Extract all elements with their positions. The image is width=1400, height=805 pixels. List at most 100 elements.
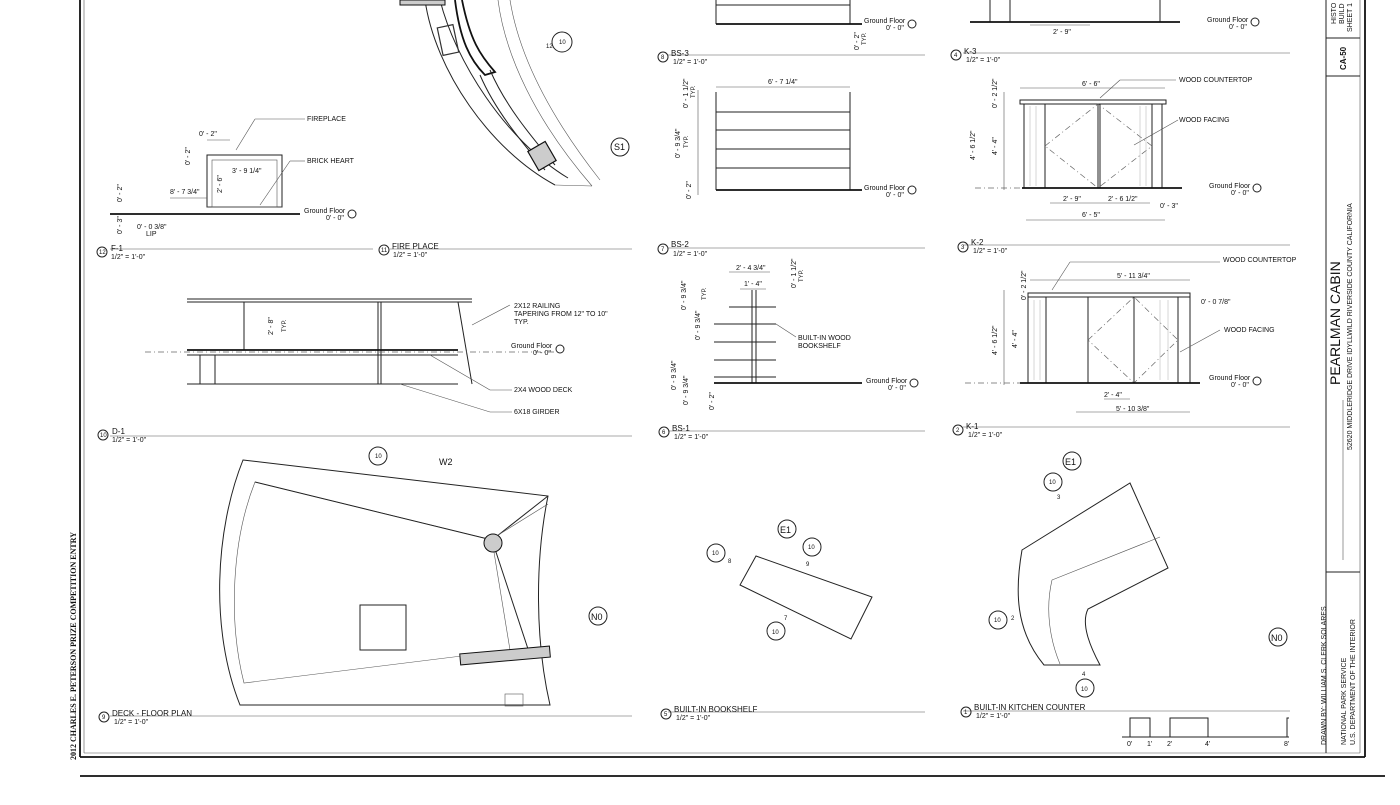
note-railing-1: 2X12 RAILING <box>514 303 560 310</box>
level-marker <box>347 209 357 219</box>
detail-title-bs2: 7 BS-2 1/2" = 1'-0" <box>657 240 708 258</box>
dim-text: 0' - 1 1/2" <box>683 78 690 108</box>
dim-typ: TYP. <box>282 319 288 332</box>
detail-name: BS-3 <box>671 49 689 58</box>
dim-text: 2' - 6" <box>217 175 224 193</box>
level-marker <box>1252 183 1262 193</box>
dim-text: 8' - 7 3/4" <box>170 189 200 196</box>
detail-title-k3: 4 K-3 1/2" = 1'-0" <box>950 47 1001 64</box>
detail-title-k1: 2 K-1 1/2" = 1'-0" <box>952 422 1003 439</box>
detail-name: BUILT-IN BOOKSHELF <box>674 705 758 714</box>
dim-text: 0' - 1 1/2" <box>791 258 798 288</box>
dim-text: 2' - 6 1/2" <box>1108 196 1138 203</box>
k2-elevation-drawing: 6' - 6" WOOD COUNTERTOP WOOD FACING 0' -… <box>970 77 1262 221</box>
scale-label-8: 8' <box>1284 741 1289 748</box>
section-marker <box>551 31 573 53</box>
dim-typ: TYP. <box>799 269 805 282</box>
dim-text: 0' - 2" <box>686 181 693 199</box>
detail-name: BS-1 <box>672 424 690 433</box>
callout-n0 <box>1268 627 1288 647</box>
scale-label-0: 0' <box>1127 741 1132 748</box>
dim-text: 4' - 4" <box>992 137 999 155</box>
dim-text: 0' - 9 3/4" <box>675 128 682 158</box>
detail-title-lines <box>110 52 1290 717</box>
ground-floor-elev: 0' - 0" <box>886 25 904 32</box>
note-brick-heart: BRICK HEART <box>307 158 355 165</box>
detail-scale: 1/2" = 1'-0" <box>976 713 1011 720</box>
ground-floor-elev: 0' - 0" <box>326 215 344 222</box>
detail-title-bs3: 8 BS-3 1/2" = 1'-0" <box>657 49 708 66</box>
dim-text: 4' - 6 1/2" <box>992 325 999 355</box>
dim-text: 0' - 2" <box>185 147 192 165</box>
deck-floor-plan-drawing: 10 W2 N0 <box>219 446 608 707</box>
detail-num: 5 <box>664 712 668 718</box>
callout-n0 <box>588 606 608 626</box>
fireplace-plan-drawing: 10 12 S1 <box>399 0 630 187</box>
sheet-border <box>79 0 1385 777</box>
section-marker-num: 10 <box>994 618 1001 624</box>
callout-s1 <box>610 137 630 157</box>
note-wood-facing: WOOD FACING <box>1179 117 1230 124</box>
dim-typ: TYP. <box>691 85 697 98</box>
ground-floor-elev: 0' - 0" <box>888 385 906 392</box>
dim-text: 2' - 4 3/4" <box>736 265 766 272</box>
section-marker-num: 10 <box>808 545 815 551</box>
section-marker <box>988 610 1008 630</box>
section-marker <box>1043 472 1063 492</box>
dim-text: 0' - 2" <box>117 184 124 202</box>
dim-text: 2' - 9" <box>1053 29 1071 36</box>
ground-floor-label: Ground Floor <box>866 378 908 385</box>
dim-typ: TYP. <box>684 135 690 148</box>
dim-text: 0' - 2" <box>854 32 861 50</box>
detail-num: 6 <box>662 430 666 436</box>
ground-floor-label: Ground Floor <box>1207 17 1249 24</box>
dim-text: 0' - 0 3/8" <box>137 224 167 231</box>
ground-floor-elev: 0' - 0" <box>1231 190 1249 197</box>
detail-title-f1: 12 F-1 1/2" = 1'-0" <box>96 244 146 261</box>
level-marker <box>1252 376 1262 386</box>
level-marker <box>555 344 565 354</box>
title-top-label-3: SHEET 1 <box>1347 3 1354 32</box>
note-lip: LIP <box>146 231 157 238</box>
note-fireplace: FIREPLACE <box>307 116 346 123</box>
section-marker-num: 10 <box>1049 480 1056 486</box>
detail-num: 7 <box>661 247 665 253</box>
note-bookshelf-1: BUILT-IN WOOD <box>798 335 851 342</box>
detail-title-bs1: 6 BS-1 1/2" = 1'-0" <box>658 424 709 441</box>
dim-text: 4' - 4" <box>1012 330 1019 348</box>
title-top-label-2: BUILD <box>1339 3 1346 24</box>
dim-text: 2' - 4" <box>1104 392 1122 399</box>
dim-text: 6' - 7 1/4" <box>768 79 798 86</box>
detail-scale: 1/2" = 1'-0" <box>674 434 709 441</box>
detail-name: F-1 <box>111 244 124 253</box>
detail-title-bookshelf: 5 BUILT-IN BOOKSHELF 1/2" = 1'-0" <box>660 705 758 722</box>
ground-floor-elev: 0' - 0" <box>886 192 904 199</box>
section-marker-num: 10 <box>712 551 719 557</box>
title-block: HISTO BUILD SHEET 1 CA-50 PEARLMAN CABIN… <box>1321 0 1360 753</box>
detail-scale: 1/2" = 1'-0" <box>114 719 149 726</box>
detail-title-fireplace: 11 FIRE PLACE 1/2" = 1'-0" <box>378 242 439 259</box>
detail-num: 8 <box>661 55 665 61</box>
section-marker-num: 10 <box>375 454 382 460</box>
agency-doi: U.S. DEPARTMENT OF THE INTERIOR <box>1350 619 1357 745</box>
scale-bar: 0' 1' 2' 4' 8' <box>1122 717 1289 748</box>
section-marker-sub: 7 <box>784 616 788 622</box>
scale-label-1: 1' <box>1147 741 1152 748</box>
section-marker-sub: 4 <box>1082 672 1086 678</box>
dim-text: 0' - 0 7/8" <box>1201 299 1231 306</box>
dim-text: 2' - 8" <box>268 317 275 335</box>
dim-text: 0' - 2 1/2" <box>1021 270 1028 300</box>
note-railing-3: TYP. <box>514 319 529 326</box>
detail-name: DECK - FLOOR PLAN <box>112 709 192 718</box>
section-marker-sub: 9 <box>806 562 810 568</box>
section-marker-num: 10 <box>559 40 566 46</box>
detail-title-k2: 3 K-2 1/2" = 1'-0" <box>957 238 1008 255</box>
detail-scale: 1/2" = 1'-0" <box>112 437 147 444</box>
section-marker <box>368 446 388 466</box>
section-marker-num: 10 <box>1081 687 1088 693</box>
detail-num: 11 <box>381 248 388 254</box>
scale-label-2: 2' <box>1167 741 1172 748</box>
dim-text: 5' - 11 3/4" <box>1117 273 1150 280</box>
